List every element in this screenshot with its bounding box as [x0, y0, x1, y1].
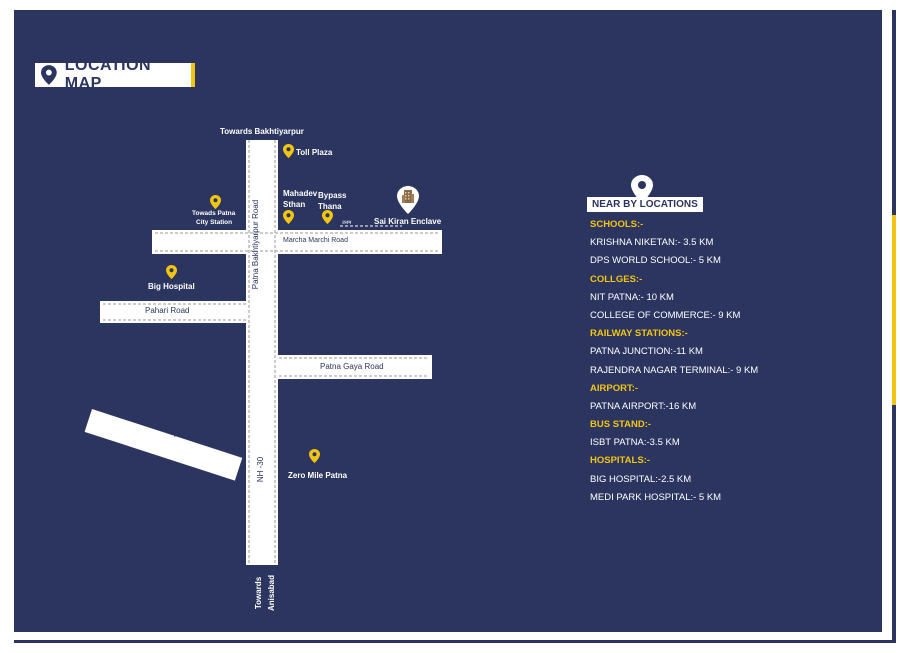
road-label-small: उत्तम: [342, 220, 352, 226]
nearby-item: NIT PATNA:- 10 KM: [590, 291, 674, 303]
road-label-bakhtiyarpur: Patna Bakhtiyarpur Road: [251, 199, 261, 290]
nearby-category: COLLGES:-: [590, 273, 643, 285]
location-pin-icon: [322, 210, 333, 224]
road-bakhtiyarpur: [246, 140, 278, 565]
label-sai-kiran: Sai Kiran Enclave: [374, 217, 442, 226]
page-title-box: LOCATION MAP: [35, 57, 195, 92]
nearby-item: DPS WORLD SCHOOL:- 5 KM: [590, 255, 721, 267]
label-towards-bakhtiyarpur: Towards Bakhtiyarpur: [220, 127, 304, 136]
road-gaya: [276, 355, 432, 379]
label-mahadev-1: Mahadev: [283, 189, 318, 198]
location-pin-icon: [41, 65, 57, 85]
nearby-title: NEAR BY LOCATIONS: [587, 197, 703, 212]
nearby-item: ISBT PATNA:-3.5 KM: [590, 437, 680, 449]
building-icon: [397, 186, 419, 214]
location-pin-icon: [309, 449, 320, 463]
label-towds-1: Towads Patna: [192, 210, 236, 217]
nearby-item: PATNA JUNCTION:-11 KM: [590, 346, 703, 358]
label-towards-anisabad-1: Towards: [254, 576, 264, 610]
road-label-gaya: Patna Gaya Road: [320, 362, 384, 371]
location-pin-icon: [283, 144, 294, 158]
label-bypass-1: Bypass: [318, 191, 347, 200]
road-label-nh30: NH -30: [256, 456, 266, 483]
nearby-item: BIG HOSPITAL:-2.5 KM: [590, 473, 692, 485]
label-big-hospital: Big Hospital: [148, 282, 195, 291]
road-pahari: [100, 301, 250, 323]
page-title: LOCATION MAP: [64, 57, 152, 92]
location-pin-icon: [166, 265, 177, 279]
nearby-item: COLLEGE OF COMMERCE:- 9 KM: [590, 309, 741, 321]
label-towards-anisabad-2: Anisabad: [267, 574, 277, 612]
location-pin-icon: [631, 175, 653, 203]
nearby-category: BUS STAND:-: [590, 419, 652, 431]
nearby-category: RAILWAY STATIONS:-: [590, 328, 688, 340]
nearby-item: MEDI PARK HOSPITAL:- 5 KM: [590, 491, 722, 503]
location-pin-icon: [283, 210, 294, 224]
nearby-category: SCHOOLS:-: [590, 219, 644, 230]
nearby-item: RAJENDRA NAGAR TERMINAL:- 9 KM: [590, 364, 759, 376]
road-marcha-marchi: [152, 230, 442, 254]
nearby-item: KRISHNA NIKETAN:- 3.5 KM: [590, 237, 714, 249]
label-toll-plaza: Toll Plaza: [296, 148, 333, 157]
location-pin-icon: [210, 195, 221, 209]
bottom-accent-bar: [14, 640, 896, 643]
road-label-pahari: Pahari Road: [145, 306, 190, 315]
label-bypass-2: Thana: [318, 202, 342, 211]
nearby-list: SCHOOLS:- KRISHNA NIKETAN:- 3.5 KM DPS WOR…: [590, 216, 830, 507]
nearby-category: HOSPITALS:-: [590, 455, 650, 467]
label-mahadev-2: Sthan: [283, 200, 306, 209]
side-accent-highlight: [892, 215, 896, 405]
nearby-item: PATNA AIRPORT:-16 KM: [590, 400, 697, 412]
label-zero-mile: Zero Mile Patna: [288, 471, 348, 480]
nearby-category: AIRPORT:-: [590, 382, 639, 394]
label-towds-2: City Station: [196, 219, 233, 226]
road-label-marchi: Marcha Marchi Road: [283, 237, 348, 244]
